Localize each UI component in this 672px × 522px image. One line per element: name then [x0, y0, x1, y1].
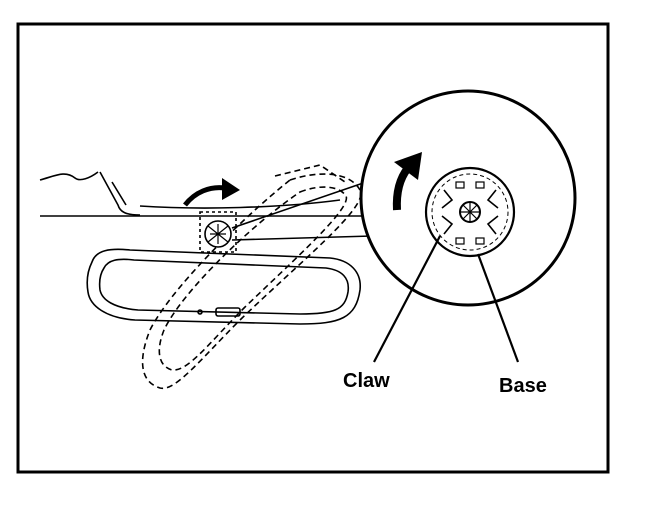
callout-connector: [231, 179, 373, 241]
mirror-rotated-dashed: [141, 164, 362, 390]
base-label: Base: [499, 375, 547, 397]
windshield-outline: [39, 171, 370, 217]
diagram-frame: [16, 22, 610, 474]
mirror-installed: [86, 248, 361, 325]
base-leader: [476, 253, 520, 363]
claw-leader: [373, 235, 441, 363]
magnified-view: [359, 89, 577, 307]
claw-label: Claw: [343, 370, 390, 392]
rotate-arrow-icon: [392, 152, 422, 211]
headliner-edge: [139, 199, 341, 209]
leader-lines: [373, 235, 520, 363]
mirror-mount: [199, 211, 237, 253]
base-detail: [424, 166, 516, 258]
rotate-arrow-icon: [183, 178, 240, 207]
